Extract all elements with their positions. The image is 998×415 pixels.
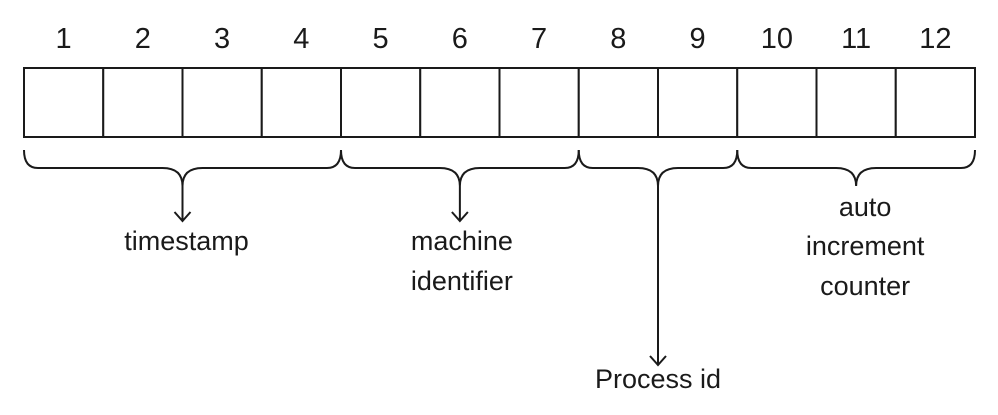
byte-index-9: 9 bbox=[690, 23, 706, 55]
label-process-id: Process id bbox=[595, 364, 721, 394]
byte-cell bbox=[260, 67, 342, 138]
byte-index-6: 6 bbox=[452, 23, 468, 55]
byte-cell bbox=[498, 67, 580, 138]
byte-index-8: 8 bbox=[610, 23, 626, 55]
byte-index-4: 4 bbox=[293, 23, 309, 55]
byte-cell bbox=[419, 67, 501, 138]
label-counter: auto bbox=[839, 192, 892, 222]
group-braces bbox=[23, 149, 976, 367]
byte-cell bbox=[894, 67, 976, 138]
byte-index-12: 12 bbox=[919, 23, 951, 55]
label-machine-identifier: identifier bbox=[411, 266, 513, 296]
byte-cells bbox=[23, 67, 976, 138]
byte-index-10: 10 bbox=[761, 23, 793, 55]
arrowhead-icon bbox=[173, 211, 192, 223]
byte-index-11: 11 bbox=[841, 23, 871, 55]
brace-process-id bbox=[577, 149, 739, 187]
byte-index-5: 5 bbox=[373, 23, 389, 55]
brace-machine-identifier bbox=[340, 149, 580, 187]
byte-cell bbox=[181, 67, 263, 138]
byte-index-2: 2 bbox=[135, 23, 151, 55]
label-counter: increment bbox=[806, 231, 925, 261]
label-machine-identifier: machine bbox=[411, 226, 513, 256]
brace-counter bbox=[736, 149, 976, 187]
label-timestamp: timestamp bbox=[124, 226, 249, 256]
arrowhead-icon bbox=[649, 355, 667, 367]
byte-cell bbox=[657, 67, 739, 138]
label-counter: counter bbox=[820, 271, 910, 301]
brace-timestamp bbox=[23, 149, 342, 187]
byte-cell bbox=[23, 67, 105, 138]
arrowhead-icon bbox=[451, 211, 469, 223]
byte-index-1: 1 bbox=[56, 23, 72, 55]
byte-cell bbox=[815, 67, 897, 138]
byte-cell bbox=[102, 67, 184, 138]
byte-cell bbox=[736, 67, 818, 138]
byte-index-7: 7 bbox=[531, 23, 547, 55]
byte-index-3: 3 bbox=[214, 23, 230, 55]
byte-cell bbox=[340, 67, 422, 138]
byte-cell bbox=[577, 67, 659, 138]
